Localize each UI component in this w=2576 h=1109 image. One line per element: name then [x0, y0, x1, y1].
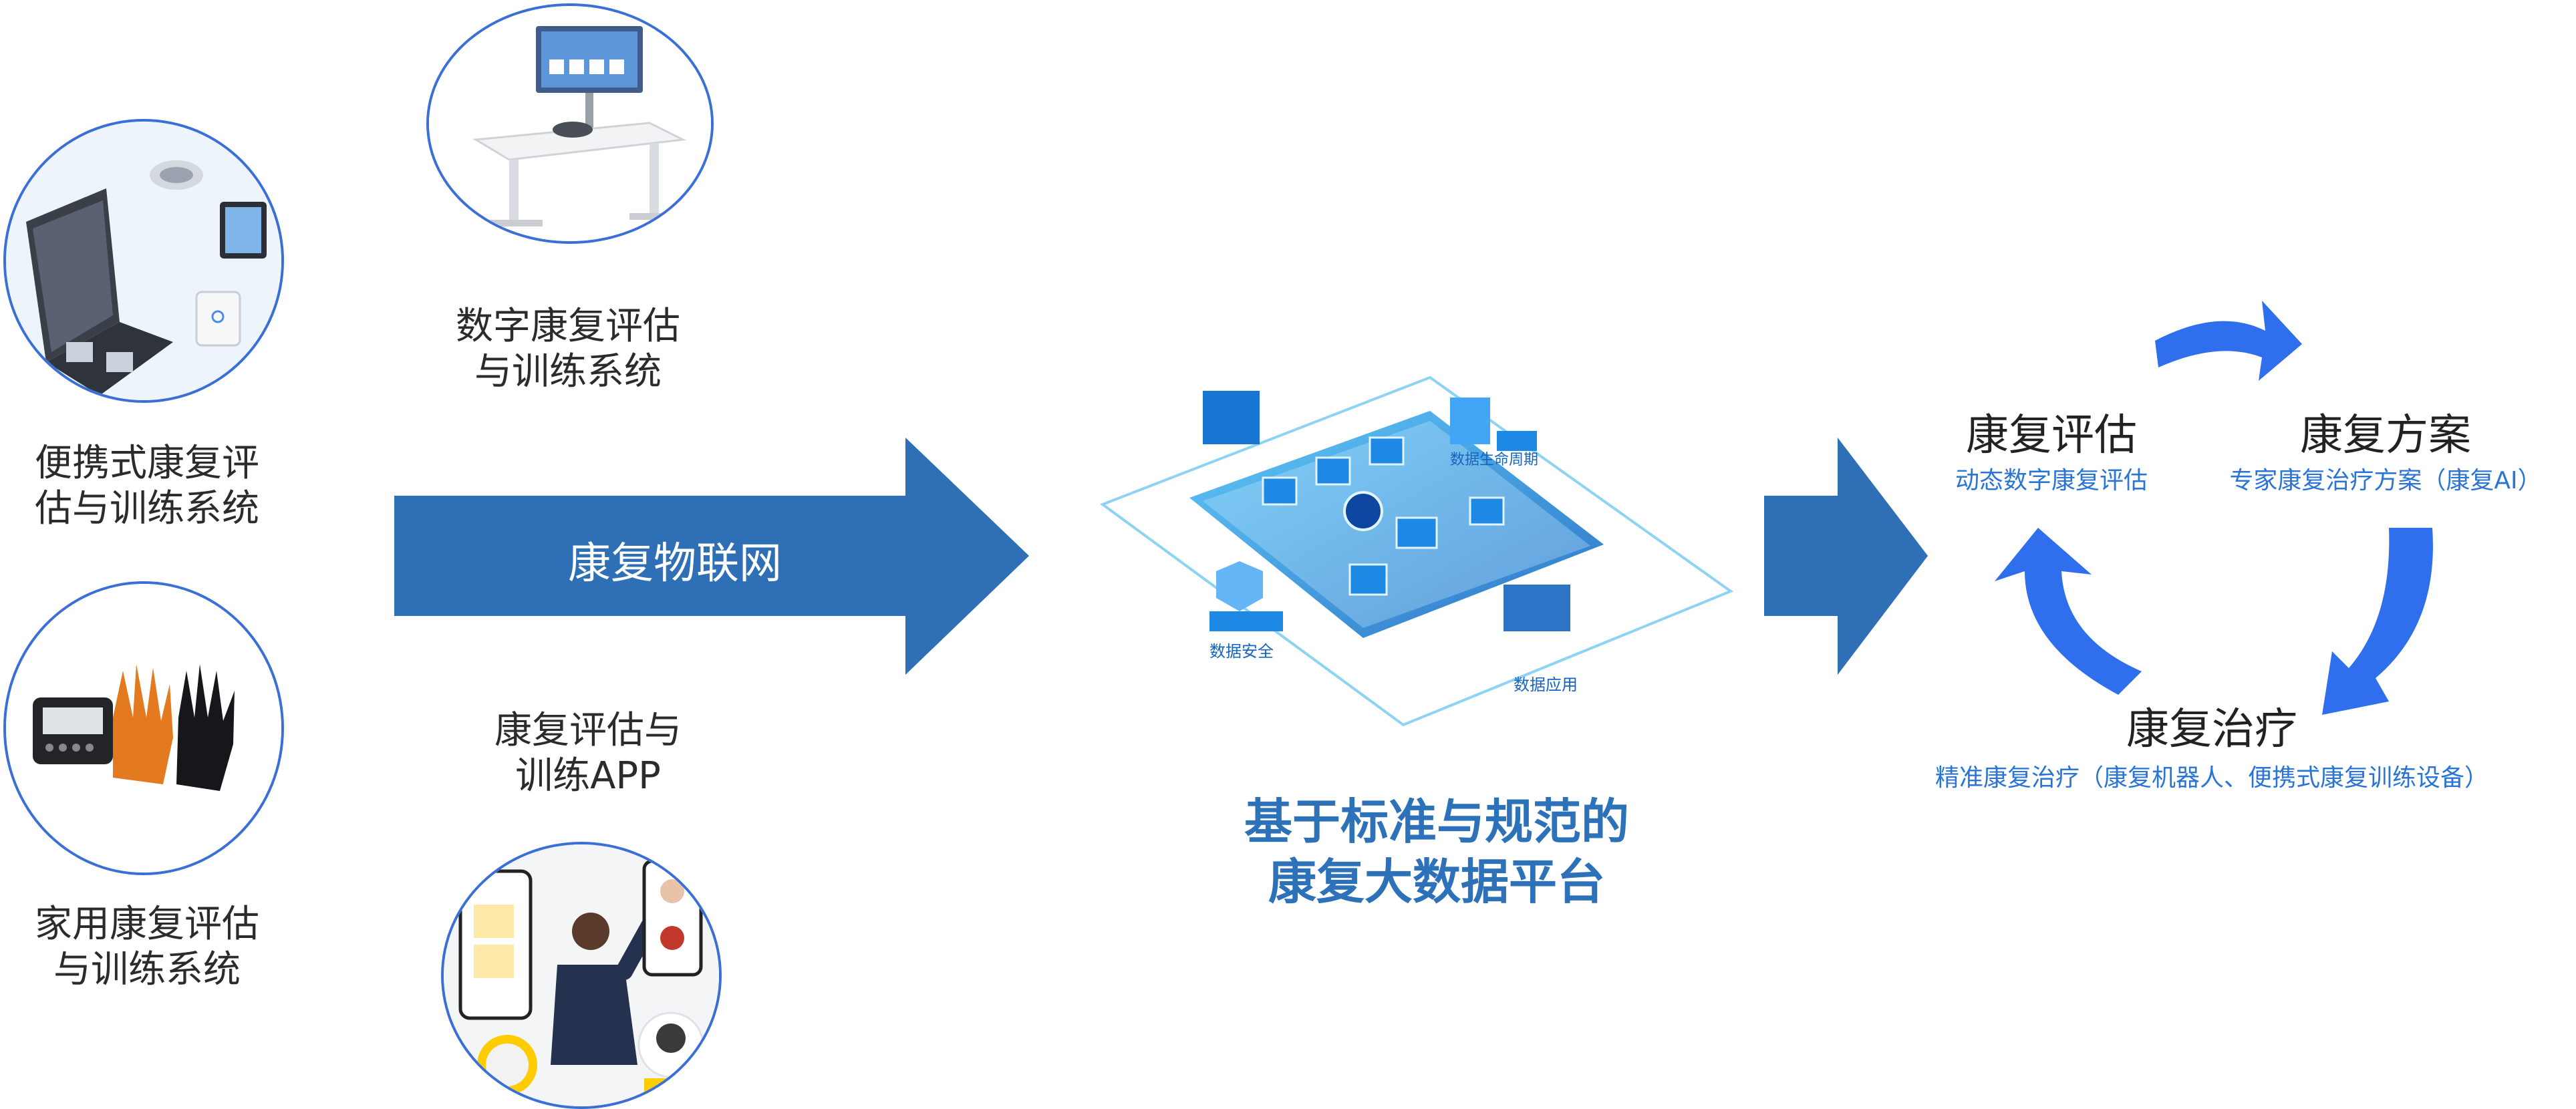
desk-terminal-illustration	[429, 6, 711, 241]
home-system-image	[3, 581, 284, 875]
svg-text:数据应用: 数据应用	[1514, 675, 1578, 694]
app-caption: 康复评估与 训练APP	[494, 709, 682, 798]
iot-arrow	[394, 438, 1029, 675]
digital-system-image	[426, 3, 714, 244]
glove-device-illustration	[6, 584, 281, 873]
cycle-arrow-left	[1995, 528, 2142, 695]
plan-title: 康复方案	[2300, 411, 2471, 460]
plan-subtitle: 专家康复治疗方案（康复AI）	[2229, 467, 2542, 494]
cycle-arrow-top	[2155, 301, 2302, 381]
app-users-illustration	[444, 844, 719, 1106]
iot-arrow-label: 康复物联网	[568, 539, 782, 589]
digital-system-caption: 数字康复评估 与训练系统	[456, 305, 680, 393]
platform-title: 基于标准与规范的 康复大数据平台	[1244, 794, 1629, 910]
portable-system-image	[3, 119, 284, 403]
app-image	[441, 842, 722, 1109]
platform-to-cycle-arrow	[1764, 438, 1928, 675]
portable-kit-illustration	[6, 122, 281, 400]
home-system-caption: 家用康复评估 与训练系统	[35, 903, 259, 991]
cycle-arrow-right	[2322, 528, 2433, 715]
therapy-subtitle: 精准康复治疗（康复机器人、便携式康复训练设备）	[1935, 764, 2488, 792]
assessment-title: 康复评估	[1966, 411, 2137, 460]
svg-text:数据安全: 数据安全	[1209, 642, 1274, 661]
svg-text:数据生命周期: 数据生命周期	[1450, 452, 1538, 468]
therapy-title: 康复治疗	[2126, 705, 2297, 754]
assessment-subtitle: 动态数字康复评估	[1955, 467, 2148, 494]
portable-system-caption: 便携式康复评 估与训练系统	[35, 442, 259, 530]
data-platform-illustration: 数据安全 数据应用 数据生命周期	[1096, 371, 1737, 732]
